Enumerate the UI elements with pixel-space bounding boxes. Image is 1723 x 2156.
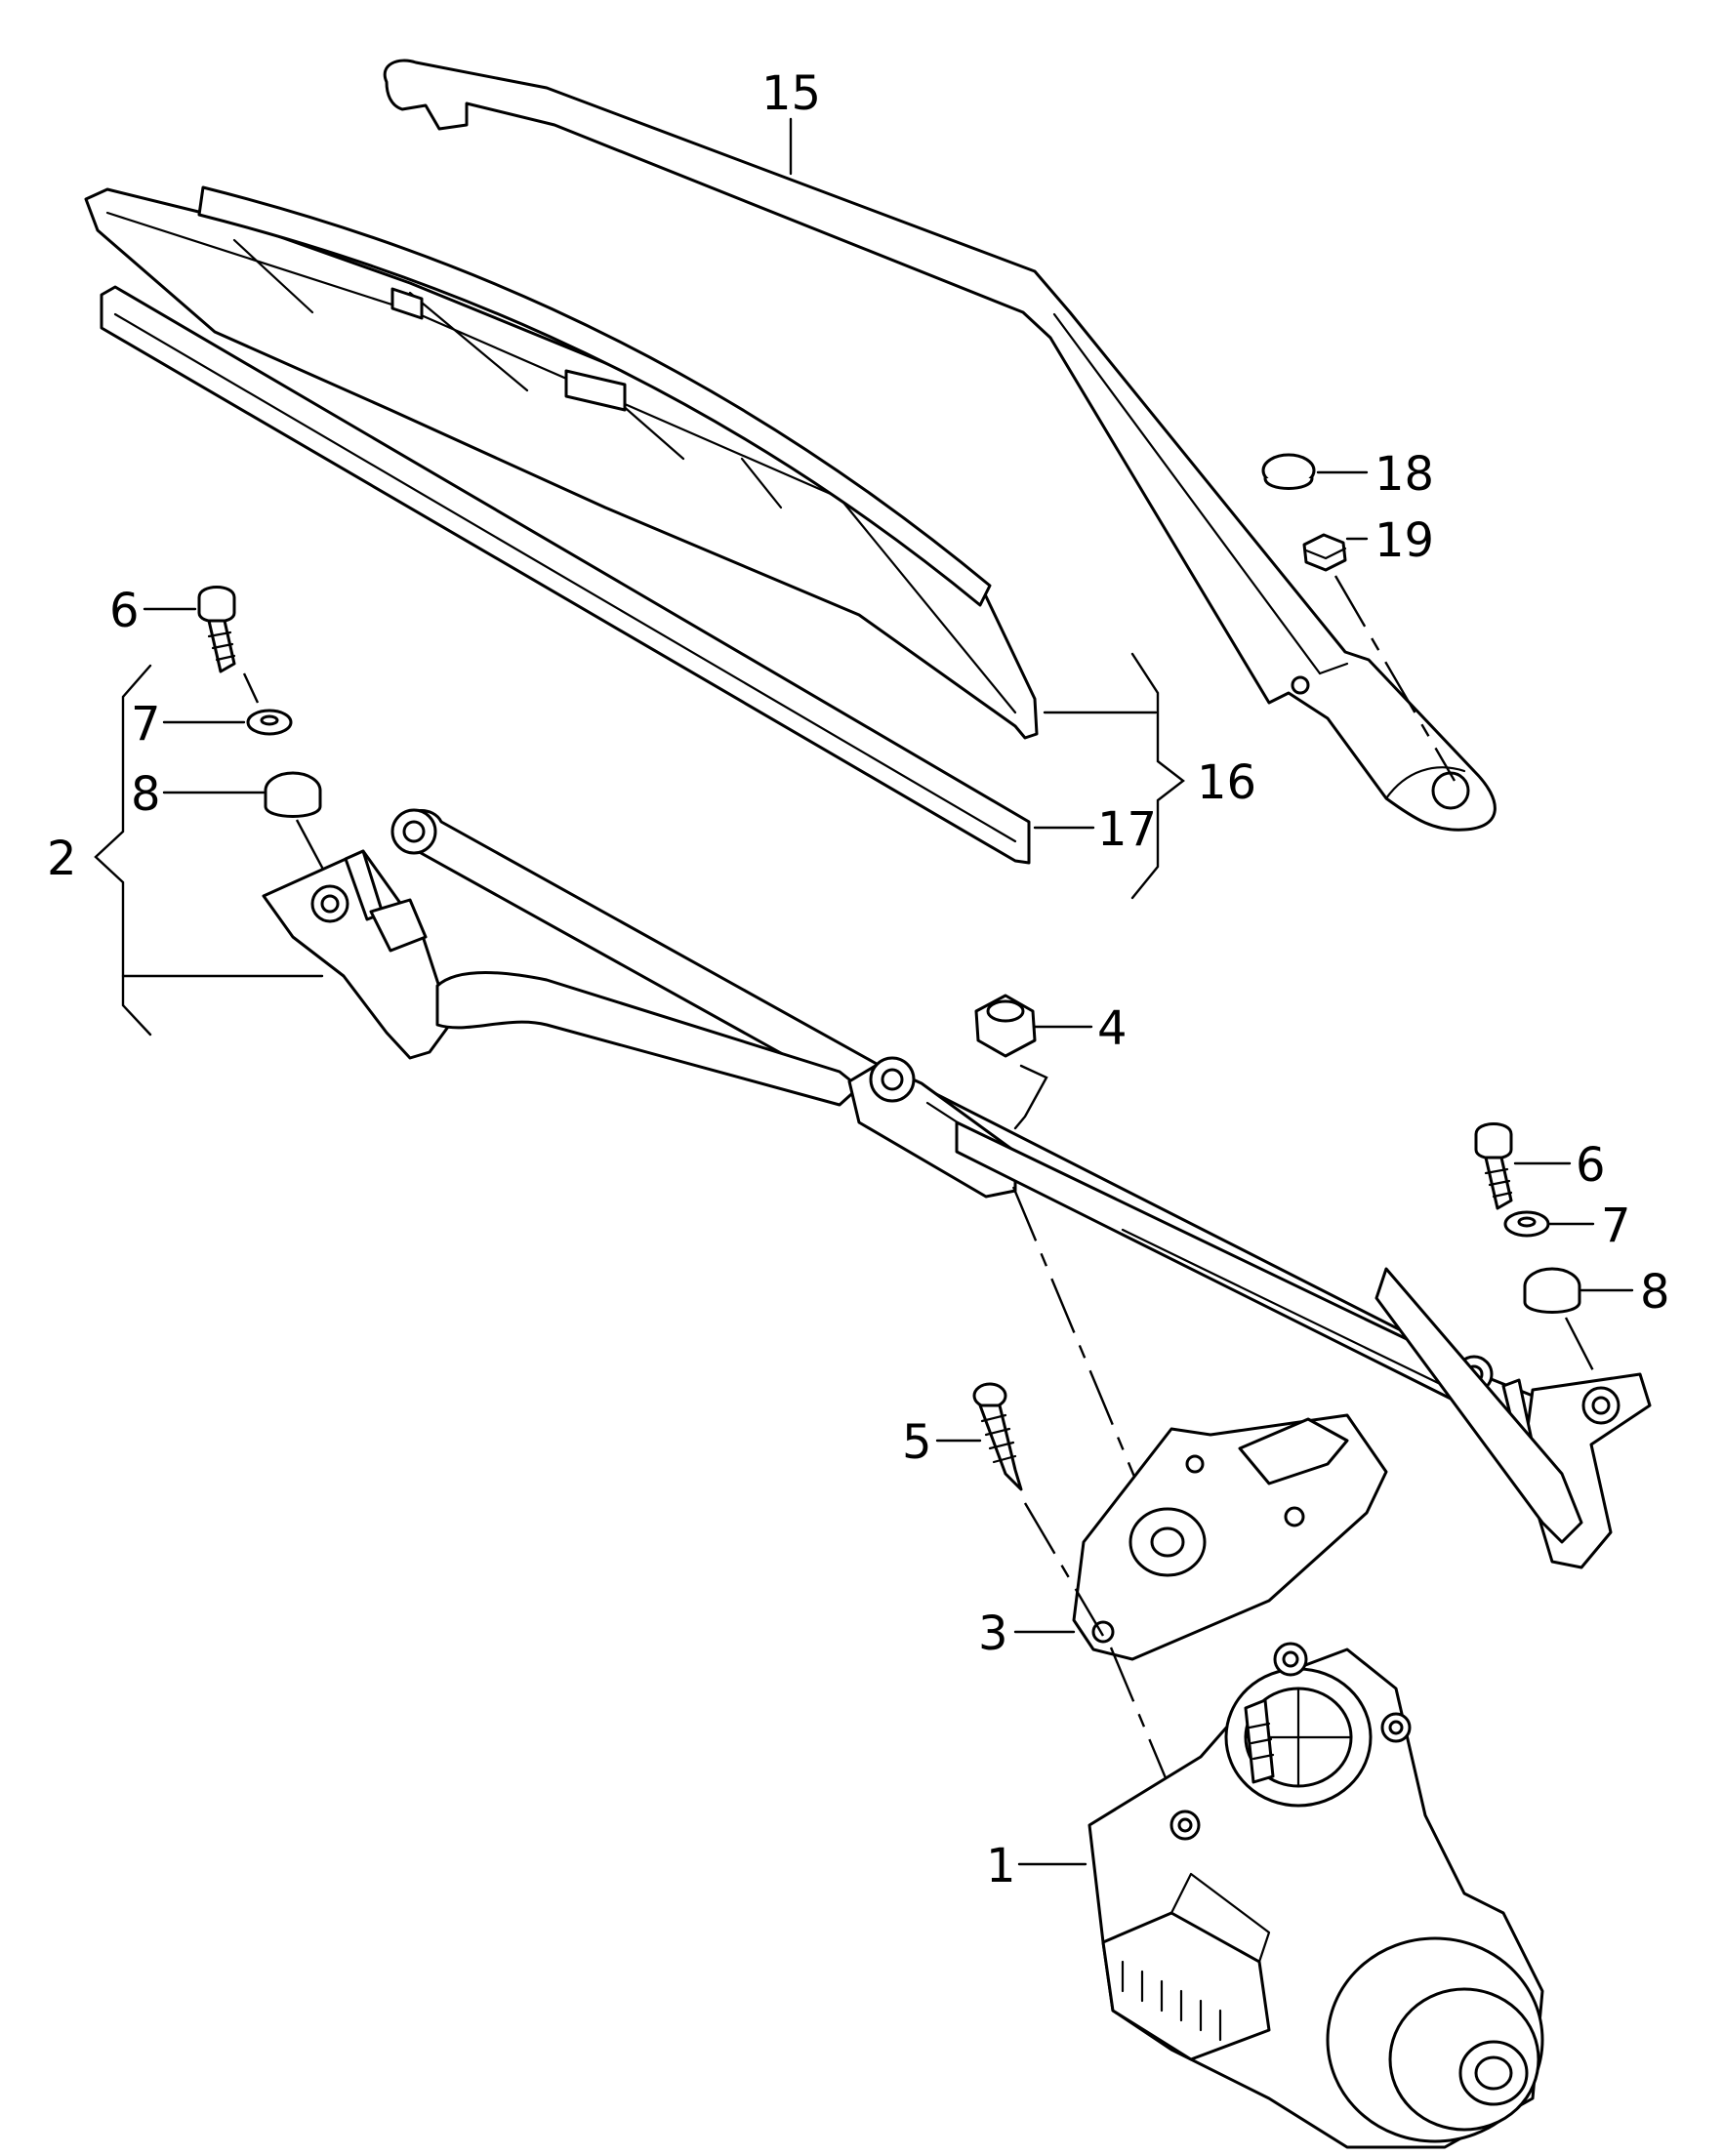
callout-7-left: 7 [131,697,161,752]
callout-16: 16 [1197,755,1256,810]
motor-mount-plate [1072,1413,1388,1661]
callout-labels: 15 18 19 16 17 6 7 8 2 4 6 7 8 5 3 1 [47,66,1670,1893]
callout-5: 5 [902,1415,932,1470]
wiper-blade-insert [100,285,1031,865]
callout-6-right: 6 [1576,1138,1606,1193]
callout-19: 19 [1374,513,1434,568]
callout-8-right: 8 [1640,1265,1670,1320]
fasteners-right [1474,1122,1603,1387]
callout-8-left: 8 [131,767,161,822]
wiper-linkage [262,808,1652,1569]
callout-6-left: 6 [109,584,140,638]
screw-5 [972,1382,1183,1816]
callout-3: 3 [978,1607,1008,1661]
callout-4: 4 [1097,1001,1128,1056]
callout-18: 18 [1374,447,1434,502]
callout-2: 2 [47,832,77,886]
callout-7-right: 7 [1601,1199,1631,1253]
cap-and-nut [1261,453,1456,782]
wiper-blade [84,185,1039,740]
callout-17: 17 [1097,802,1157,857]
wiper-arm [383,59,1497,832]
callout-1: 1 [986,1839,1016,1893]
wiper-motor [1087,1642,1544,2149]
callout-15: 15 [761,66,821,121]
fasteners-left [197,586,330,879]
leader-lines [94,117,1634,1866]
